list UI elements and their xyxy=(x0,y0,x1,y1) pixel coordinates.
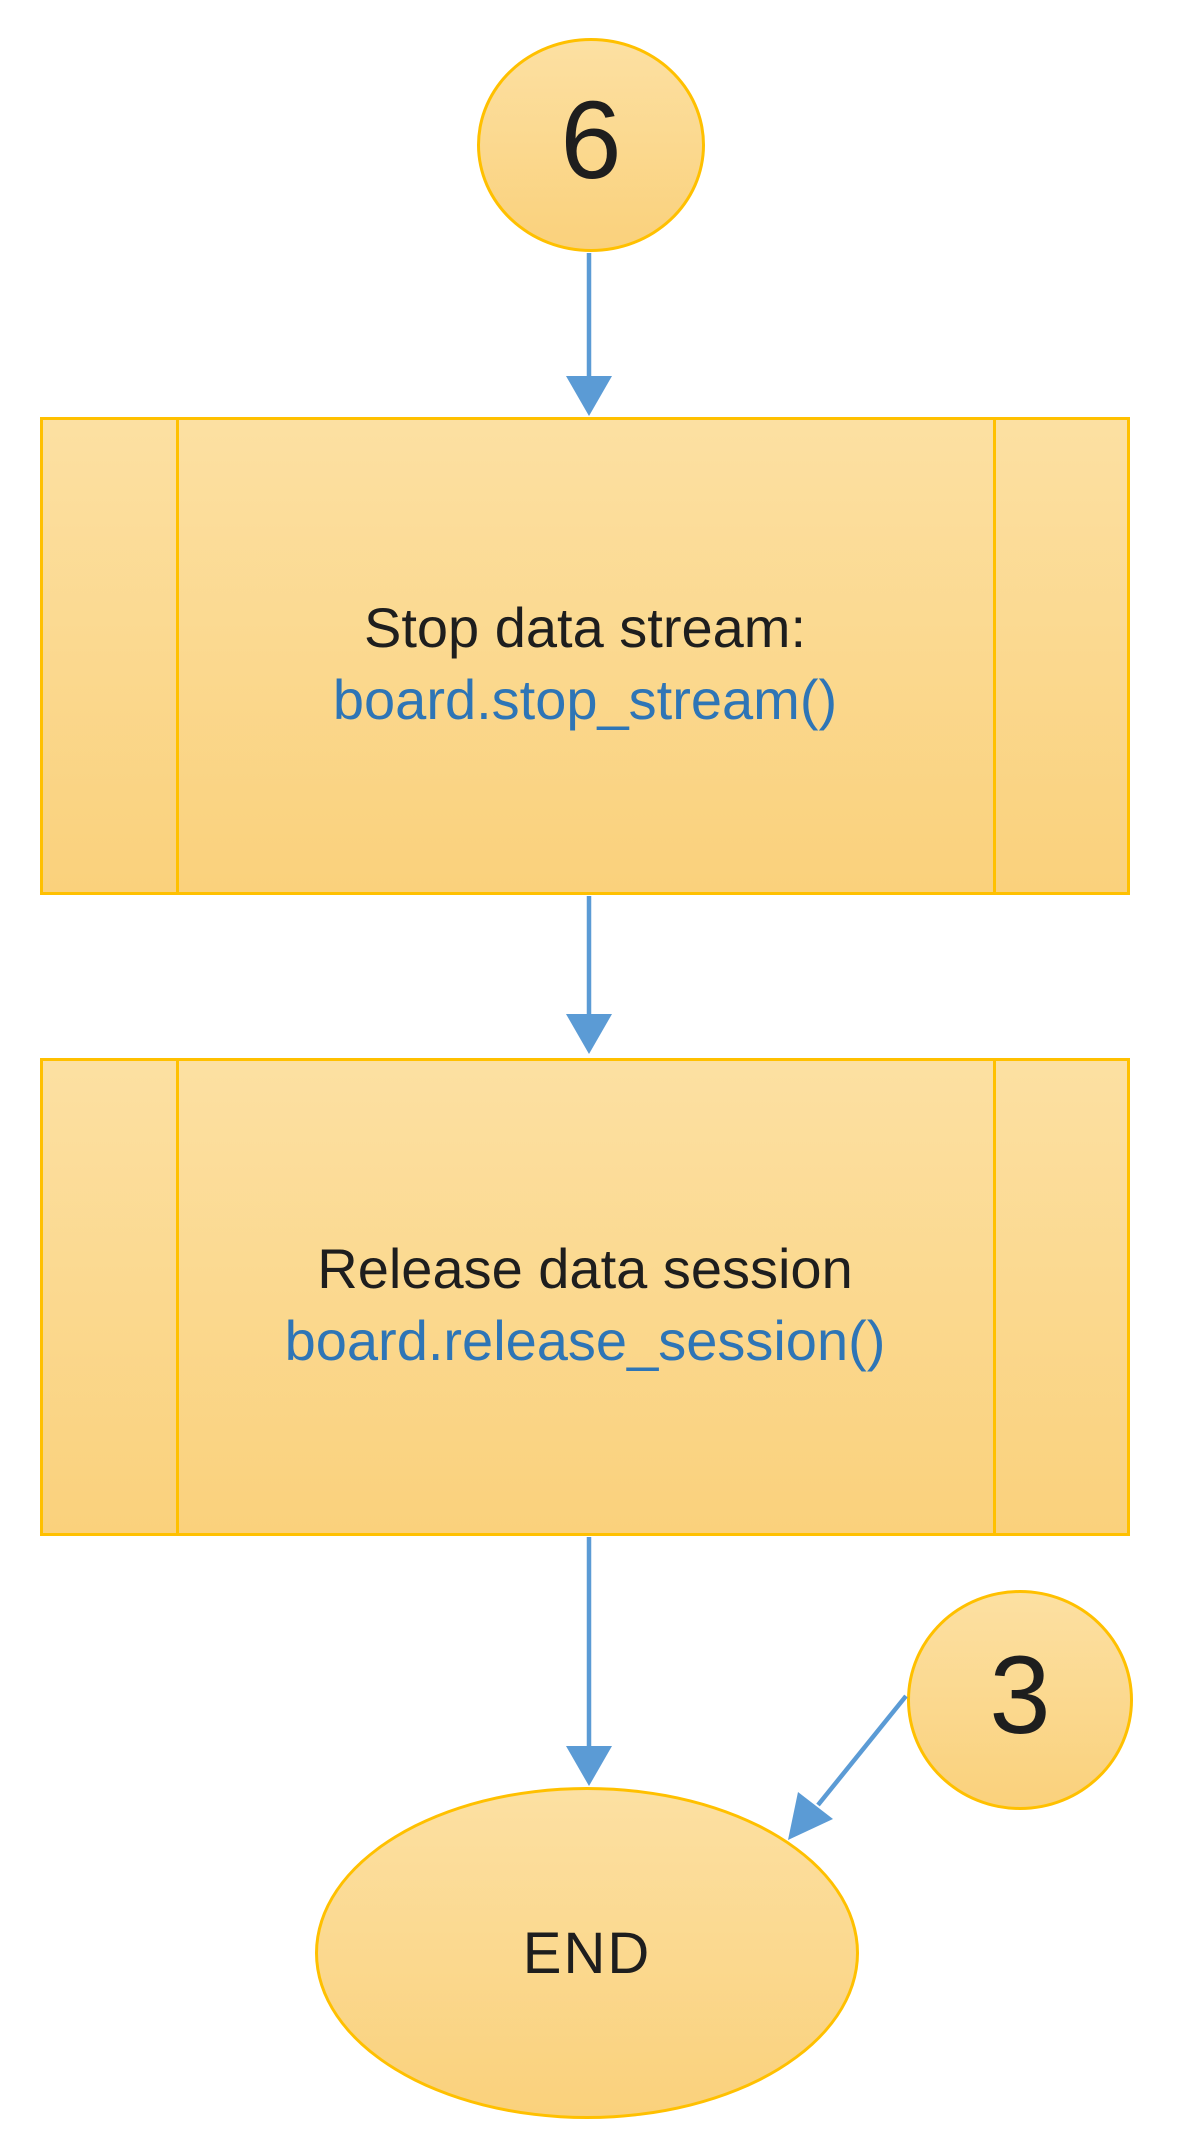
process-stop-data-stream: Stop data stream: board.stop_stream() xyxy=(40,417,1130,895)
terminator-end: END xyxy=(315,1787,859,2119)
terminator-end-label: END xyxy=(522,1920,652,1986)
process-left-divider xyxy=(176,420,179,892)
process-release-session: Release data session board.release_sessi… xyxy=(40,1058,1130,1536)
arrow-connector6-to-stop xyxy=(566,253,612,416)
arrow-stop-to-release xyxy=(566,896,612,1054)
connector-circle-6: 6 xyxy=(477,38,705,252)
process-release-title: Release data session xyxy=(317,1237,853,1300)
process-right-divider xyxy=(993,1061,996,1533)
process-release-code: board.release_session() xyxy=(284,1309,886,1372)
process-right-divider xyxy=(993,420,996,892)
arrow-connector3-to-end xyxy=(788,1694,908,1840)
process-stop-code: board.stop_stream() xyxy=(332,668,838,731)
connector-6-label: 6 xyxy=(560,79,622,202)
process-stop-title: Stop data stream: xyxy=(363,596,806,659)
connector-3-label: 3 xyxy=(989,1634,1051,1757)
connector-circle-3: 3 xyxy=(907,1590,1133,1810)
process-left-divider xyxy=(176,1061,179,1533)
arrow-release-to-end xyxy=(566,1537,612,1786)
